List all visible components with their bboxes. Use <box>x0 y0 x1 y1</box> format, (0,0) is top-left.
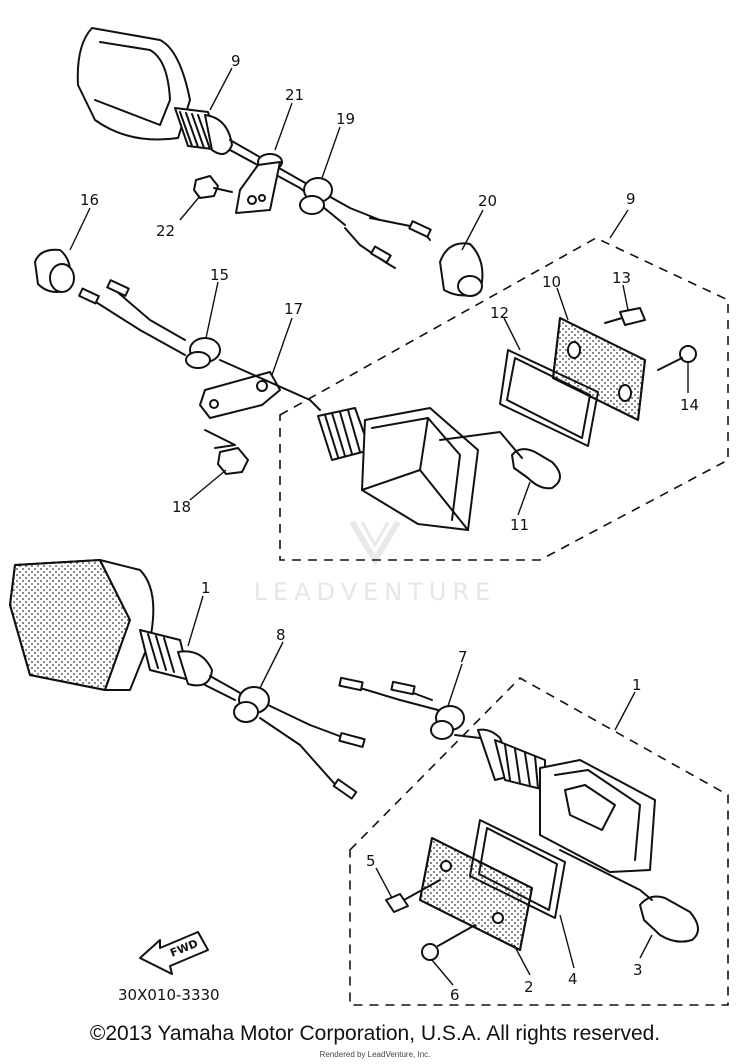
part-label-7: 7 <box>458 648 468 666</box>
watermark-text: LEADVENTURE <box>254 578 497 606</box>
lens-10 <box>552 317 646 421</box>
leader-lines <box>69 67 689 986</box>
bolt-22 <box>193 175 233 199</box>
assembly-outline-1 <box>349 677 729 1006</box>
part-label-21: 21 <box>285 86 304 104</box>
part-label-1-left: 1 <box>201 579 211 597</box>
screw-5 <box>385 879 441 913</box>
part-label-8: 8 <box>276 626 286 644</box>
part-label-22: 22 <box>156 222 175 240</box>
lens-2 <box>419 837 533 951</box>
wire-connectors-lower-left <box>259 704 366 800</box>
part-label-16: 16 <box>80 191 99 209</box>
part-label-2: 2 <box>524 978 534 996</box>
grommet-15 <box>185 337 221 369</box>
bracket-21 <box>235 153 283 214</box>
part-label-10: 10 <box>542 273 561 291</box>
assembly-outline-9 <box>279 237 729 561</box>
wire-connectors-mid <box>78 279 186 356</box>
part-label-3: 3 <box>633 961 643 979</box>
diagram-code: 30X010-3330 <box>118 986 220 1004</box>
part-label-12: 12 <box>490 304 509 322</box>
turn-signal-body-9 <box>317 407 479 531</box>
bulb-3 <box>559 849 699 943</box>
part-label-14: 14 <box>680 396 699 414</box>
part-label-4: 4 <box>568 970 578 988</box>
part-label-9-top: 9 <box>231 52 241 70</box>
part-label-13: 13 <box>612 269 631 287</box>
rendered-by-note: Rendered by LeadVenture, Inc. <box>319 1050 431 1059</box>
part-label-5: 5 <box>366 852 376 870</box>
part-label-11: 11 <box>510 516 529 534</box>
screw-14 <box>657 345 697 371</box>
grommet-8 <box>233 686 270 723</box>
turn-signal-assembly-9 <box>76 27 381 226</box>
part-label-18: 18 <box>172 498 191 516</box>
screw-6 <box>421 924 476 961</box>
part-label-19: 19 <box>336 110 355 128</box>
part-label-17: 17 <box>284 300 303 318</box>
part-label-15: 15 <box>210 266 229 284</box>
screw-13 <box>604 307 646 326</box>
leadventure-watermark: LEADVENTURE <box>254 520 497 606</box>
grommet-16 <box>34 248 75 293</box>
fwd-arrow-icon: FWD <box>139 931 209 975</box>
bracket-17 <box>199 359 321 419</box>
part-label-9-box: 9 <box>626 190 636 208</box>
bolt-18 <box>204 429 249 475</box>
grommet-20 <box>439 242 484 297</box>
part-label-6: 6 <box>450 986 460 1004</box>
part-label-20: 20 <box>478 192 497 210</box>
copyright-notice: ©2013 Yamaha Motor Corporation, U.S.A. A… <box>89 1022 661 1045</box>
wire-connectors-lower-right <box>338 676 439 711</box>
turn-signal-body-1 <box>454 728 656 873</box>
grommet-7 <box>430 705 465 740</box>
bulb-11 <box>439 431 561 490</box>
part-number-labels: 9 21 19 22 20 16 15 17 9 10 13 12 14 18 … <box>80 52 699 1004</box>
part-label-1-box: 1 <box>632 676 642 694</box>
wire-connectors-top <box>344 217 432 269</box>
gasket-4 <box>469 819 566 919</box>
grommet-19 <box>299 177 333 215</box>
turn-signal-assembly-1-left <box>9 559 261 706</box>
